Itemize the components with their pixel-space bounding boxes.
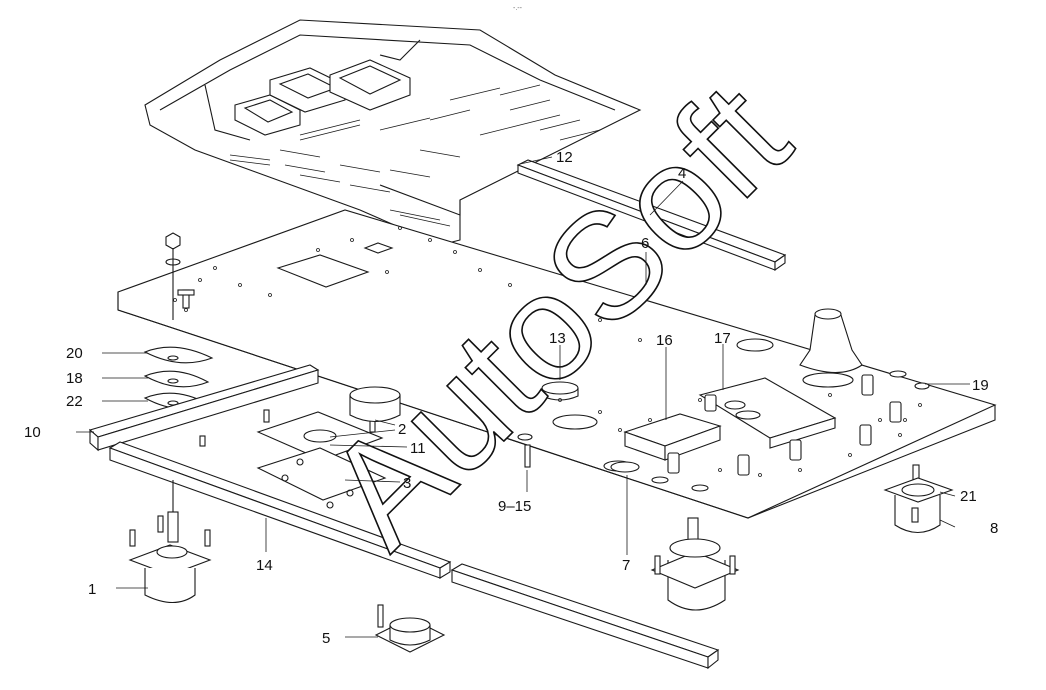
motor-1: [128, 480, 212, 604]
leader-lines: [76, 156, 970, 638]
callout-8: 8: [990, 520, 998, 537]
callout-4: 4: [678, 165, 686, 182]
motor-5: [374, 604, 446, 653]
frame-bar-lower: [450, 563, 720, 670]
callout-22: 22: [66, 393, 83, 410]
callout-20: 20: [66, 345, 83, 362]
callout-labels: 1 2 3 4 5 6 7 8 9–15 10 11 12 13 14 16 1…: [24, 149, 998, 647]
small-bolts: [199, 409, 531, 468]
callout-5: 5: [322, 630, 330, 647]
motor-8-assembly: [883, 464, 954, 534]
callout-7: 7: [622, 557, 630, 574]
mount-plate-3: [256, 447, 387, 509]
callout-3: 3: [403, 475, 411, 492]
bar-part-4: [516, 159, 787, 272]
callout-12: 12: [556, 149, 573, 166]
under-cylinder: [349, 386, 401, 423]
motor-7-assembly: [650, 517, 740, 611]
callout-17: 17: [714, 330, 731, 347]
callout-19: 19: [972, 377, 989, 394]
ring-7: [610, 461, 640, 473]
top-tray: [144, 19, 642, 246]
callout-11: 11: [410, 440, 426, 457]
left-fasteners: [165, 232, 195, 320]
callout-18: 18: [66, 370, 83, 387]
callout-6: 6: [641, 235, 649, 252]
callout-9-15: 9–15: [498, 498, 531, 515]
callout-13: 13: [549, 330, 566, 347]
callout-2: 2: [398, 421, 406, 438]
callout-16: 16: [656, 332, 673, 349]
callout-1: 1: [88, 581, 96, 598]
callout-10: 10: [24, 424, 41, 441]
header-mark: -.--: [513, 5, 523, 12]
frame-bar-14: [108, 441, 452, 579]
frame-bar-10: [88, 364, 320, 452]
callout-14: 14: [256, 557, 273, 574]
callout-21: 21: [960, 488, 977, 505]
